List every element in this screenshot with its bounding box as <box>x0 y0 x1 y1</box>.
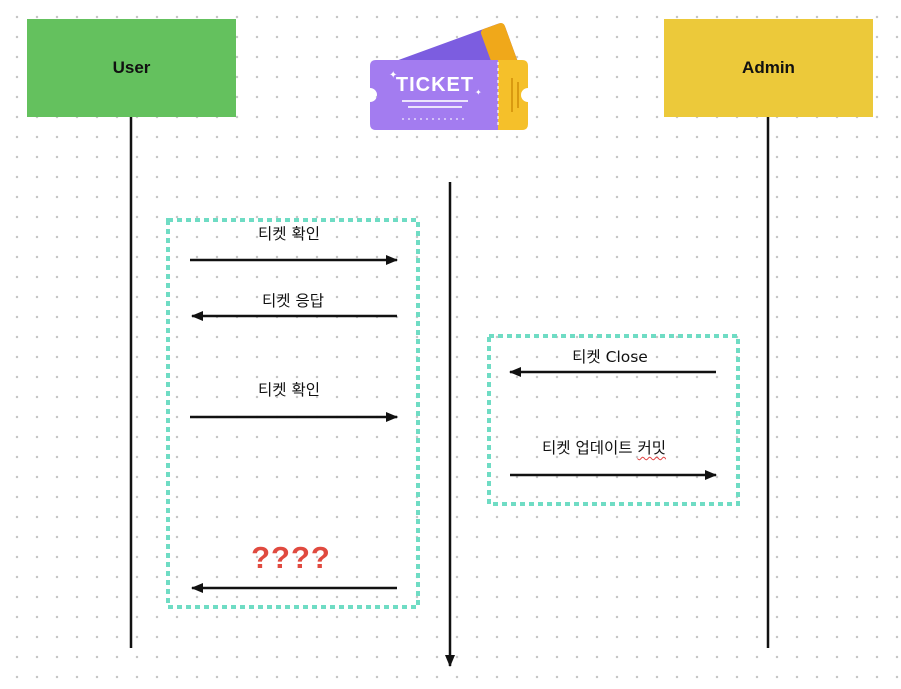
user-ticket-group <box>166 218 420 609</box>
message-label-unknown: ???? <box>251 540 331 575</box>
actor-admin-label: Admin <box>742 58 795 77</box>
ticket-update-text: 티켓 업데이트 <box>542 439 638 457</box>
actor-admin-box: Admin <box>664 19 873 117</box>
message-label-ticket-check-2: 티켓 확인 <box>258 381 320 399</box>
ticket-close-rest: Close <box>605 348 648 366</box>
message-label-ticket-check-1: 티켓 확인 <box>258 225 320 243</box>
ticket-logo-text: TICKET <box>396 74 474 96</box>
message-label-ticket-update-commit: 티켓 업데이트 커밋 <box>542 439 666 457</box>
admin-ticket-group <box>487 334 740 506</box>
svg-text:✦: ✦ <box>389 70 397 81</box>
ticket-close-word: 티켓 <box>572 348 601 366</box>
message-label-ticket-response: 티켓 응답 <box>262 292 324 310</box>
actor-user-label: User <box>112 58 151 77</box>
ticket-logo-icon: TICKET ✦ ✦ <box>370 22 528 130</box>
svg-text:✦: ✦ <box>475 88 482 97</box>
message-label-ticket-close: 티켓 Close <box>572 348 648 366</box>
ticket-commit-word: 커밋 <box>637 439 666 457</box>
actor-user-box: User <box>27 19 236 117</box>
